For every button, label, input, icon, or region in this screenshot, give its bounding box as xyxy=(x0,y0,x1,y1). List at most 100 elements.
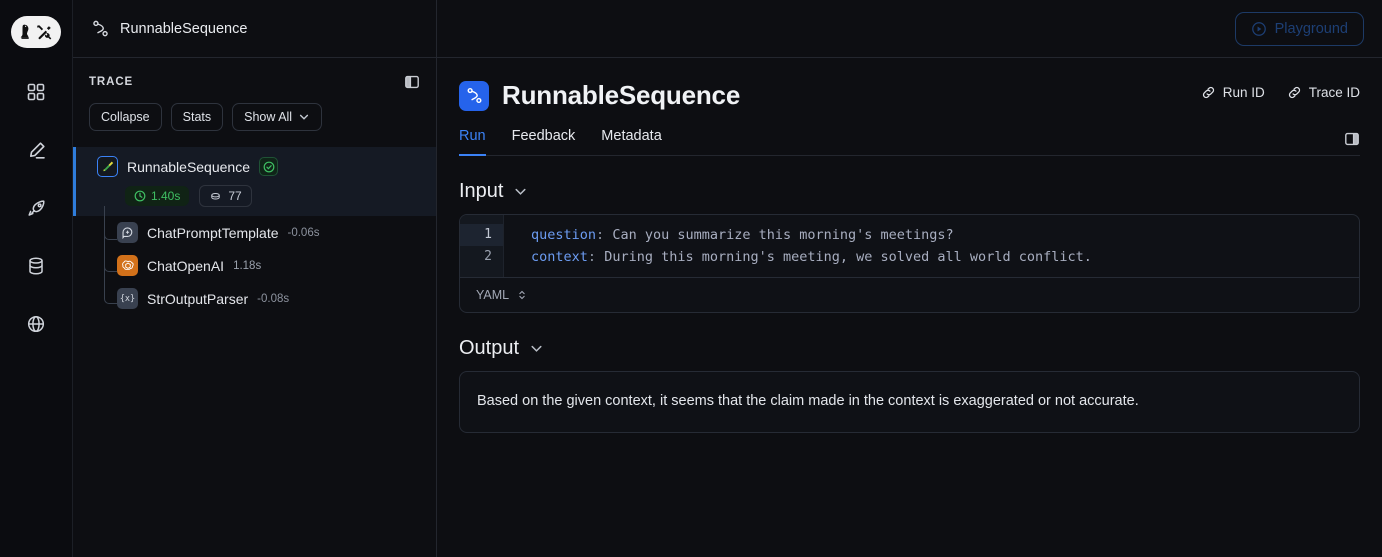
route-icon xyxy=(93,20,108,37)
sidebar-item-datasets[interactable] xyxy=(18,248,54,284)
tree-node-time: 1.18s xyxy=(233,259,262,272)
output-title: Output xyxy=(459,337,520,359)
tree-node-time: -0.06s xyxy=(287,226,320,239)
main-topbar: Playground xyxy=(437,0,1382,58)
tree-node-label: StrOutputParser xyxy=(147,290,249,307)
chevron-up-down-icon xyxy=(519,290,525,300)
grid-icon xyxy=(27,83,45,101)
code-line: context: During this morning's meeting, … xyxy=(531,246,1092,268)
run-id-label: Run ID xyxy=(1222,85,1265,100)
tree-children: ChatPromptTemplate -0.06s ChatOpenAI 1.1… xyxy=(73,206,436,315)
tab-bar: Run Feedback Metadata xyxy=(459,127,1360,156)
playground-label: Playground xyxy=(1274,20,1348,37)
pencil-icon xyxy=(29,141,45,159)
database-icon xyxy=(29,257,43,275)
stats-button[interactable]: Stats xyxy=(170,103,224,131)
yaml-key: context xyxy=(531,249,588,265)
main-panel: Playground RunnableSequence xyxy=(437,0,1382,557)
trace-id-link[interactable]: Trace ID xyxy=(1287,85,1360,100)
run-sections: Input 1 2 question: Can y xyxy=(437,156,1382,433)
language-selector-label: YAML xyxy=(476,288,510,302)
trace-label: TRACE xyxy=(89,76,134,88)
tree-row-chatopenai[interactable]: ChatOpenAI 1.18s xyxy=(73,249,436,282)
tree-row-chatprompttemplate[interactable]: ChatPromptTemplate -0.06s xyxy=(73,216,436,249)
chevron-down-icon[interactable] xyxy=(513,184,528,199)
route-icon xyxy=(459,80,489,111)
page-title: RunnableSequence xyxy=(502,80,741,110)
language-selector[interactable] xyxy=(517,289,527,301)
trace-topbar: RunnableSequence xyxy=(73,0,436,58)
show-all-button[interactable]: Show All xyxy=(232,103,323,131)
check-circle-icon xyxy=(263,161,274,172)
yaml-value: During this morning's meeting, we solved… xyxy=(604,249,1092,265)
chevron-down-icon xyxy=(299,114,309,120)
trace-header: TRACE Collapse Stats Show All xyxy=(73,58,436,131)
link-icon xyxy=(1288,86,1300,99)
input-code-block: 1 2 question: Can you summarize this mor… xyxy=(459,214,1360,313)
code-lines[interactable]: question: Can you summarize this morning… xyxy=(504,215,1092,277)
openai-icon xyxy=(117,255,138,276)
yaml-punct: : xyxy=(587,249,597,265)
sidebar-item-public[interactable] xyxy=(18,306,54,342)
langsmith-logo[interactable] xyxy=(11,16,61,48)
yaml-value: Can you summarize this morning's meeting… xyxy=(612,227,954,243)
tab-metadata[interactable]: Metadata xyxy=(601,128,662,144)
sidebar-item-dashboard[interactable] xyxy=(18,74,54,110)
show-all-label: Show All xyxy=(244,110,293,124)
collapse-label: Collapse xyxy=(101,110,150,124)
tree-connector xyxy=(104,206,117,304)
token-value: 77 xyxy=(228,189,242,203)
tree-row-runnablesequence[interactable]: RunnableSequence 1.40s xyxy=(73,147,436,216)
id-links: Run ID Trace ID xyxy=(1201,85,1360,100)
collapse-button[interactable]: Collapse xyxy=(89,103,162,131)
output-block: Based on the given context, it seems tha… xyxy=(459,371,1360,433)
line-number-gutter: 1 2 xyxy=(460,215,504,277)
output-section-header: Output xyxy=(459,337,1360,360)
main-header: RunnableSequence Run ID Trace ID xyxy=(437,58,1382,156)
yaml-key: question xyxy=(531,227,597,243)
link-icon xyxy=(1202,86,1214,99)
braces-x-icon: {x} xyxy=(117,288,138,309)
yaml-punct: : xyxy=(596,227,605,243)
panel-toggle-icon[interactable] xyxy=(1344,131,1360,147)
topbar-title: RunnableSequence xyxy=(120,20,248,37)
tree-node-time: -0.08s xyxy=(257,292,290,305)
tab-feedback[interactable]: Feedback xyxy=(511,128,576,144)
token-badge: 77 xyxy=(199,185,252,207)
trace-toolbar: Collapse Stats Show All xyxy=(89,103,420,131)
token-icon xyxy=(211,192,221,200)
input-section-header: Input xyxy=(459,180,1360,203)
code-footer: YAML xyxy=(460,277,1359,312)
trace-panel: RunnableSequence TRACE Collapse St xyxy=(73,0,437,557)
tab-run[interactable]: Run xyxy=(459,128,486,156)
langchain-parrot-icon xyxy=(97,156,118,177)
chevron-down-icon[interactable] xyxy=(529,341,544,356)
playground-button[interactable]: Playground xyxy=(1234,11,1364,46)
trace-tree: RunnableSequence 1.40s xyxy=(73,147,436,315)
line-number: 1 xyxy=(460,224,503,246)
panel-toggle-icon[interactable] xyxy=(404,74,420,90)
sidebar-item-annotate[interactable] xyxy=(18,132,54,168)
sidebar-item-deployments[interactable] xyxy=(18,190,54,226)
tree-node-label: ChatPromptTemplate xyxy=(147,224,279,241)
stats-label: Stats xyxy=(182,110,212,124)
tree-node-label: RunnableSequence xyxy=(127,158,250,175)
status-badge xyxy=(259,157,278,176)
code-line: question: Can you summarize this morning… xyxy=(531,224,1092,246)
line-number: 2 xyxy=(484,249,492,264)
play-circle-icon xyxy=(1251,21,1266,36)
chat-bubble-icon xyxy=(117,222,138,243)
run-id-link[interactable]: Run ID xyxy=(1201,85,1265,100)
tree-node-label: ChatOpenAI xyxy=(147,257,225,274)
tools-icon xyxy=(37,24,52,39)
rocket-icon xyxy=(27,199,45,216)
trace-id-label: Trace ID xyxy=(1308,85,1360,100)
globe-icon xyxy=(27,315,45,333)
latency-value: 1.40s xyxy=(151,189,181,203)
input-title: Input xyxy=(459,180,504,202)
tree-row-stroutputparser[interactable]: {x} StrOutputParser -0.08s xyxy=(73,282,436,315)
output-text: Based on the given context, it seems tha… xyxy=(477,393,1139,409)
latency-badge: 1.40s xyxy=(125,186,190,206)
left-nav-rail xyxy=(0,0,73,557)
